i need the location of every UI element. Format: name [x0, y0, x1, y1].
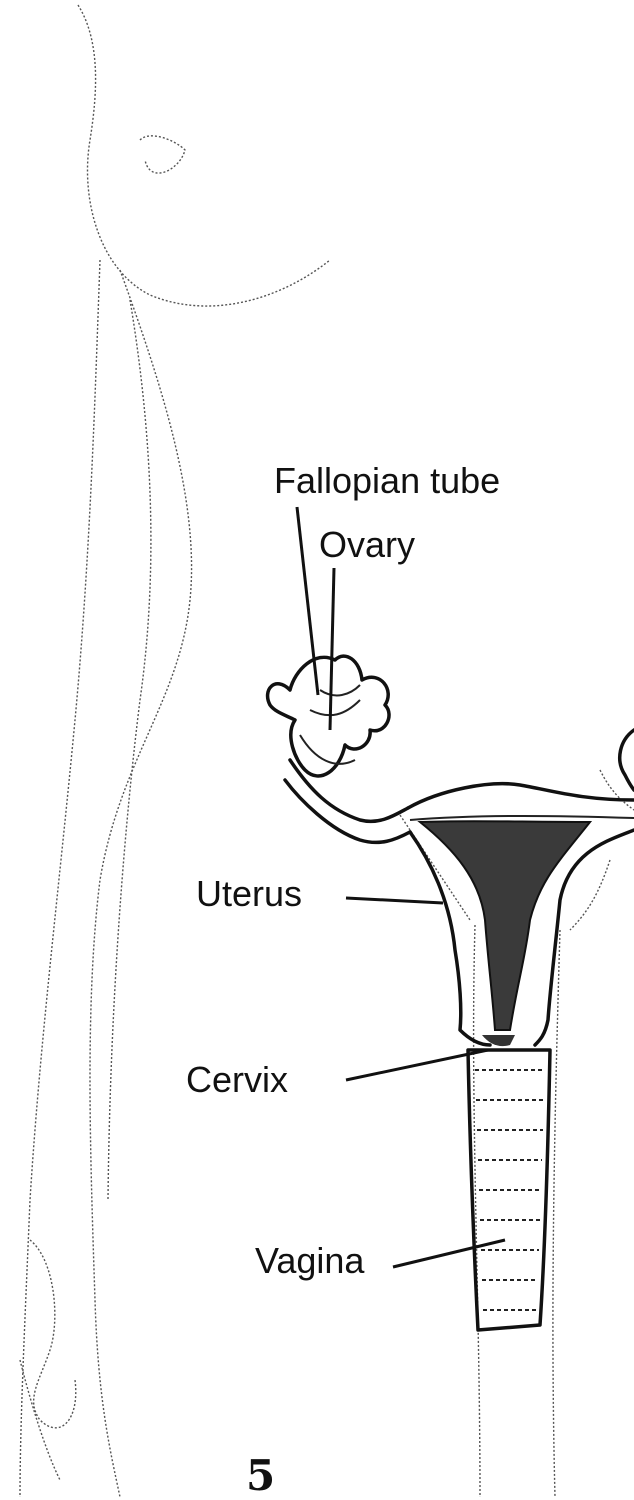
label-uterus: Uterus — [196, 876, 302, 912]
page-number: 5 — [246, 1455, 275, 1497]
leader-lines — [297, 507, 505, 1267]
leader-ovary — [330, 568, 334, 730]
label-vagina: Vagina — [255, 1243, 364, 1279]
right-ovary-partial — [620, 730, 634, 790]
uterus-shape — [408, 784, 634, 1045]
left-ovary-and-tube — [268, 656, 410, 842]
label-ovary: Ovary — [319, 527, 415, 563]
leader-uterus — [346, 898, 443, 903]
vagina-canal — [468, 1035, 550, 1330]
leader-fallopian-tube — [297, 507, 318, 695]
label-cervix: Cervix — [186, 1062, 288, 1098]
label-fallopian-tube: Fallopian tube — [274, 463, 500, 499]
leader-vagina — [393, 1240, 505, 1267]
